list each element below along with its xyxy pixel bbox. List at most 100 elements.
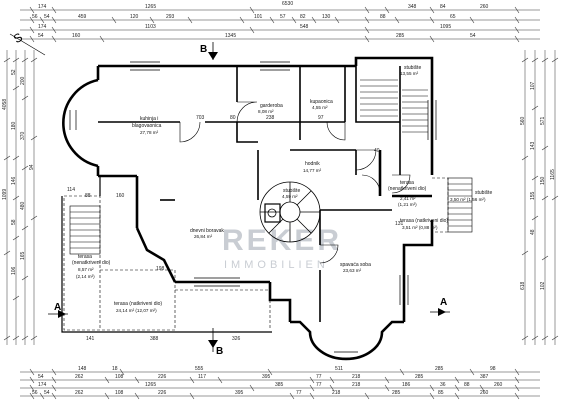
bottom-dim-label: 555 bbox=[195, 366, 204, 372]
top-dim-label: 82 bbox=[300, 14, 306, 20]
left-dim-label: 370 bbox=[20, 131, 26, 140]
top-dim-label: 348 bbox=[408, 4, 417, 10]
bottom-dim-label: 218 bbox=[332, 390, 341, 396]
watermark-subtitle: IMMOBILIEN bbox=[224, 259, 329, 271]
room-area-terrace-covered-south: 24,14 m² (12,07 m²) bbox=[116, 308, 157, 313]
left-dim-label: 480 bbox=[20, 201, 26, 210]
straight-staircase bbox=[360, 79, 428, 133]
right-dim-label: 618 bbox=[520, 281, 526, 290]
terraces bbox=[63, 177, 449, 331]
spiral-staircase bbox=[259, 181, 321, 243]
top-dim-label: 285 bbox=[396, 33, 405, 39]
right-dimension-ticks bbox=[521, 57, 559, 341]
left-dim-label: 1099 bbox=[2, 189, 8, 200]
room-labels: stubište 13,55 m² garderoba 8,08 m² kupa… bbox=[72, 65, 492, 313]
inner-dimension-labels: 703 80 238 97 114 88 160 198 141 388 326… bbox=[67, 115, 404, 342]
room-name-ext-stairs: stubište bbox=[475, 190, 492, 196]
right-dim-label: 150 bbox=[540, 176, 546, 185]
top-dim-label: 160 bbox=[72, 33, 81, 39]
top-dim-label: 57 bbox=[280, 14, 286, 20]
room-name-terrace-west-2: (nenatkriveni dio) bbox=[72, 260, 111, 266]
top-dim-label: 548 bbox=[300, 24, 309, 30]
exterior-stairs-left bbox=[69, 205, 101, 255]
left-dimension-labels: 52 200 370 180 146 94 480 58 1099 106 40… bbox=[2, 69, 35, 275]
inner-dim-label: 160 bbox=[116, 193, 125, 199]
bottom-dim-label: 54 bbox=[44, 390, 50, 396]
bottom-dim-label: 260 bbox=[480, 390, 489, 396]
left-dimension-ticks bbox=[3, 57, 38, 341]
bottom-dim-label: 262 bbox=[75, 390, 84, 396]
room-name-terrace-covered-east: terasa (natkriveni dio) bbox=[400, 218, 448, 224]
room-area-hallway: 14,77 m² bbox=[303, 168, 322, 173]
inner-dim-label: 88 bbox=[85, 193, 91, 199]
bottom-dim-label: 77 bbox=[316, 374, 322, 380]
watermark: REKER IMMOBILIEN bbox=[222, 224, 342, 271]
inner-dim-label: 198 bbox=[156, 266, 165, 272]
room-area-living-room: 26,84 m² bbox=[194, 234, 213, 239]
room-name-spiral-stairs: stubište bbox=[283, 188, 300, 194]
top-dim-label: 1095 bbox=[440, 24, 451, 30]
left-dim-label: 180 bbox=[11, 121, 17, 130]
bottom-dim-label: 174 bbox=[38, 382, 47, 388]
top-dim-label: 1265 bbox=[145, 4, 156, 10]
section-a-left: A bbox=[54, 302, 61, 313]
bottom-dim-label: 262 bbox=[75, 374, 84, 380]
room-name-hallway: hodnik bbox=[305, 161, 320, 167]
bottom-dim-label: 395 bbox=[235, 390, 244, 396]
bottom-dim-label: 56 bbox=[32, 390, 38, 396]
room-area-wardrobe: 8,08 m² bbox=[258, 109, 274, 114]
bottom-dim-label: 77 bbox=[316, 382, 322, 388]
bottom-dim-label: 54 bbox=[38, 374, 44, 380]
right-dim-label: 107 bbox=[530, 81, 536, 90]
top-dimension-ticks bbox=[29, 6, 520, 43]
right-dim-label: 1165 bbox=[550, 169, 556, 180]
right-dim-label: 560 bbox=[520, 116, 526, 125]
left-dim-label: 58 bbox=[11, 219, 17, 225]
room-area-terrace-west-2: (2,14 m²) bbox=[76, 274, 95, 279]
bottom-dimension-ticks bbox=[29, 368, 520, 400]
outer-walls bbox=[62, 56, 434, 361]
top-dim-label: 54 bbox=[38, 33, 44, 39]
left-dim-label: 200 bbox=[20, 76, 26, 85]
inner-walls bbox=[98, 66, 401, 322]
inner-dim-label: 703 bbox=[196, 115, 205, 121]
watermark-brand: REKER bbox=[222, 224, 342, 257]
room-name-living-room: dnevni boravak bbox=[190, 228, 224, 234]
bottom-dim-label: 285 bbox=[415, 374, 424, 380]
section-a-right: A bbox=[440, 297, 447, 308]
bottom-dim-label: 77 bbox=[296, 390, 302, 396]
bottom-dim-label: 88 bbox=[464, 382, 470, 388]
room-name-terrace-covered-south: terasa (natkriveni dio) bbox=[114, 301, 162, 307]
top-dim-label: 174 bbox=[38, 4, 47, 10]
left-dim-label: 146 bbox=[11, 176, 17, 185]
left-dim-label: 94 bbox=[29, 164, 35, 170]
top-dim-label: 459 bbox=[78, 14, 87, 20]
room-name-wardrobe: garderoba bbox=[260, 103, 283, 109]
bottom-dim-label: 98 bbox=[490, 366, 496, 372]
bottom-dim-label: 186 bbox=[402, 382, 411, 388]
bottom-dim-label: 36 bbox=[440, 382, 446, 388]
top-dim-label: 120 bbox=[130, 14, 139, 20]
room-name-kitchen-2: blagovaonica bbox=[132, 123, 162, 129]
top-dim-label: 84 bbox=[440, 4, 446, 10]
bottom-dim-label: 108 bbox=[115, 390, 124, 396]
bottom-dim-label: 218 bbox=[352, 374, 361, 380]
top-dim-label: 65 bbox=[450, 14, 456, 20]
room-name-bathroom: kupaonica bbox=[310, 99, 333, 105]
top-dim-label: 101 bbox=[254, 14, 263, 20]
inner-dim-label: 114 bbox=[67, 187, 75, 193]
inner-dim-label: 141 bbox=[86, 336, 95, 342]
bottom-dimension-labels: 148 18 555 511 285 98 54 262 108 226 117… bbox=[32, 366, 503, 396]
bottom-dim-label: 285 bbox=[435, 366, 444, 372]
bottom-dim-label: 395 bbox=[262, 374, 271, 380]
right-dimension-lines bbox=[524, 50, 556, 345]
bottom-dim-label: 1265 bbox=[145, 382, 156, 388]
top-dimension-labels: 174 1265 6530 348 84 260 56 54 459 120 2… bbox=[32, 1, 489, 39]
compass-letter: S bbox=[11, 30, 25, 46]
bottom-dim-label: 117 bbox=[198, 374, 206, 380]
right-dim-label: 155 bbox=[530, 191, 536, 200]
inner-dim-label: 80 bbox=[230, 115, 236, 121]
bottom-dim-label: 226 bbox=[158, 390, 167, 396]
inner-dim-label: 238 bbox=[266, 115, 275, 121]
